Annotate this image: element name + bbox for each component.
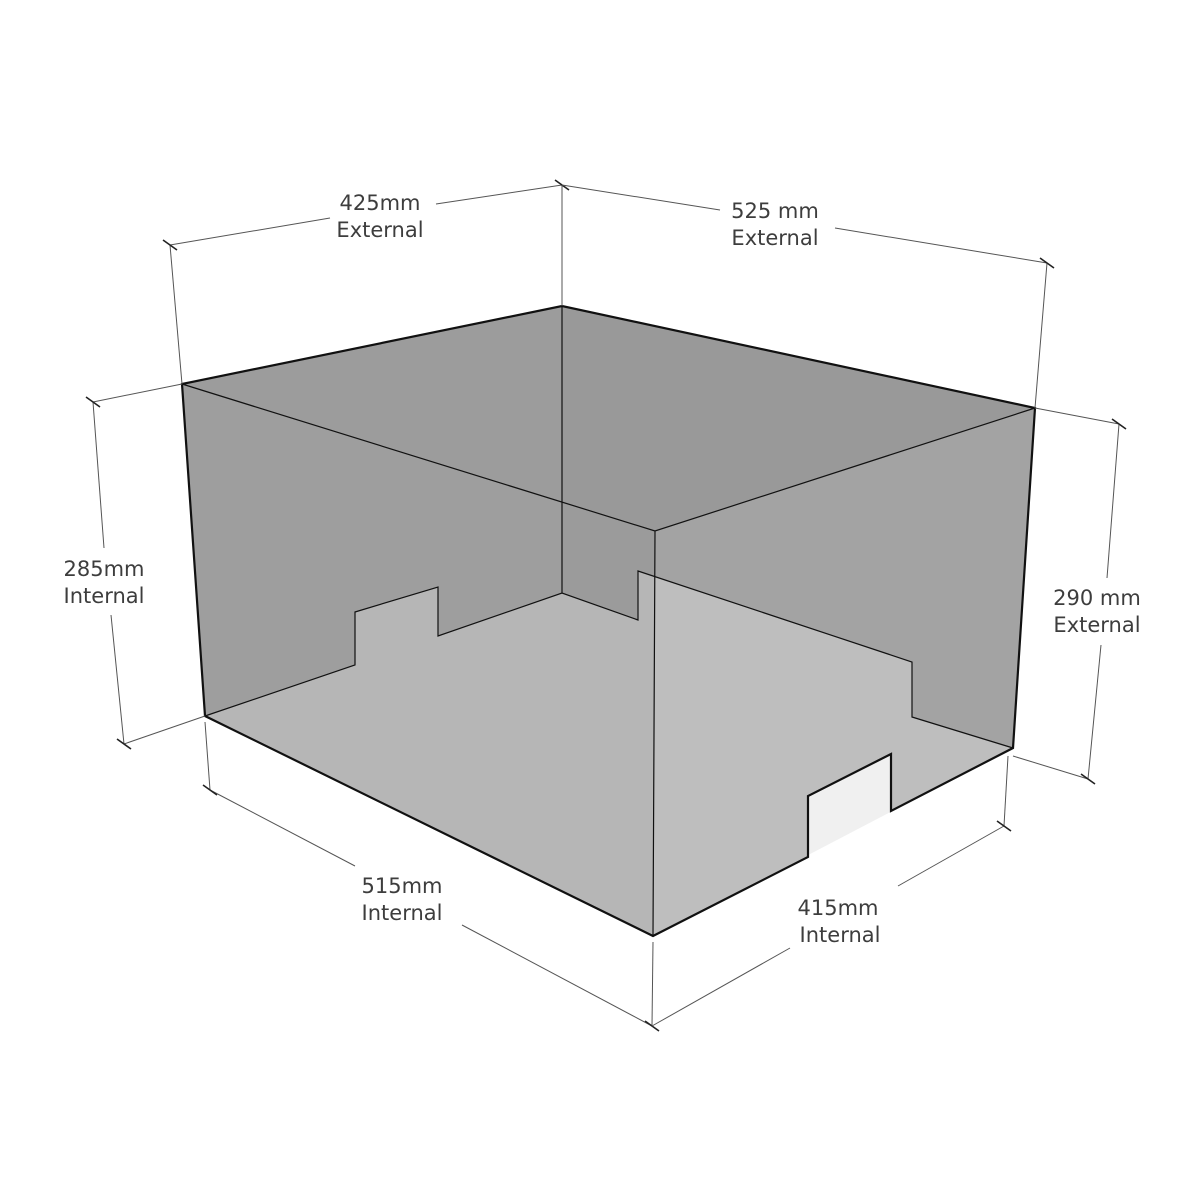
box-shape	[180, 304, 1037, 938]
box-floor	[205, 571, 1013, 936]
dimension-left-height-kind: Internal	[64, 584, 145, 608]
dimension-bottom-right-value: 415mm	[798, 896, 879, 920]
dimension-bottom-left: 515mm Internal	[202, 721, 660, 1032]
dimension-right-height: 290 mm External	[1012, 407, 1141, 785]
dimension-bottom-left-value: 515mm	[362, 874, 443, 898]
dimension-bottom-right-kind: Internal	[800, 923, 881, 947]
dimension-top-left: 425mm External	[162, 179, 570, 385]
dimension-top-right: 525 mm External	[561, 184, 1055, 409]
dimension-top-right-kind: External	[731, 226, 818, 250]
dimension-left-height-value: 285mm	[64, 557, 145, 581]
dimension-top-left-value: 425mm	[340, 191, 421, 215]
dimension-top-left-kind: External	[336, 218, 423, 242]
box-inner-edges	[181, 306, 1036, 937]
box-outline	[180, 304, 1037, 938]
dimension-bottom-right: 415mm Internal	[651, 755, 1012, 1027]
box-left-face	[182, 384, 655, 936]
dimension-bottom-left-kind: Internal	[362, 901, 443, 925]
dimension-left-height: 285mm Internal	[64, 383, 206, 750]
dimension-right-height-kind: External	[1053, 613, 1140, 637]
box-front-face	[653, 408, 1035, 936]
dimension-top-right-value: 525 mm	[731, 199, 819, 223]
dimension-right-height-value: 290 mm	[1053, 586, 1141, 610]
box-back-left-wall	[182, 306, 562, 716]
box-back-right-wall	[562, 306, 1035, 748]
